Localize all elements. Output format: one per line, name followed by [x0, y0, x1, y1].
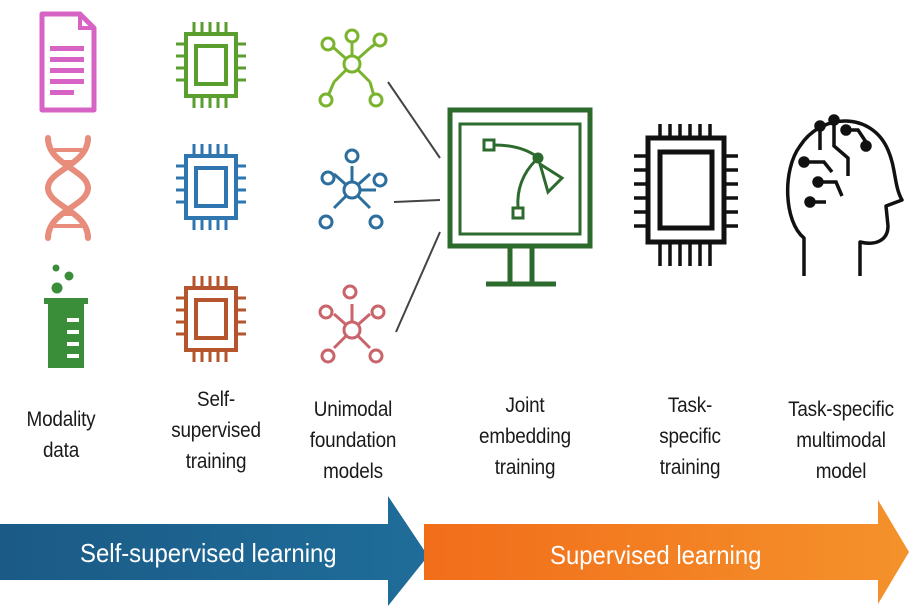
supervised-phase-arrow	[424, 500, 909, 604]
head-circuit-icon	[785, 114, 904, 276]
label-line: training	[494, 456, 556, 479]
label-line: data	[42, 439, 80, 462]
stage-label-self-supervised-training: Self- supervised training	[162, 384, 270, 477]
supervised-phase-label: Supervised learning	[550, 540, 762, 570]
label-line: foundation	[309, 429, 397, 452]
label-line: specific	[659, 425, 721, 448]
label-line: supervised	[171, 419, 261, 442]
label-line: embedding	[479, 425, 571, 448]
connector-lines	[387, 81, 441, 333]
self-supervised-phase-label: Self-supervised learning	[80, 538, 337, 568]
label-line: Task-specific	[788, 398, 894, 421]
dna-icon	[44, 135, 92, 241]
label-line: training	[185, 450, 247, 473]
processor-chip-icon-rust	[176, 276, 246, 362]
label-line: Modality	[26, 408, 96, 431]
beaker-icon	[44, 264, 88, 368]
document-icon	[39, 11, 97, 113]
label-line: Self-	[197, 388, 235, 411]
label-line: models	[323, 460, 383, 483]
network-model-icon-blue	[318, 148, 388, 230]
stage-label-modality-data: Modality data	[12, 404, 111, 466]
label-line: multimodal	[796, 429, 886, 452]
label-line: model	[815, 460, 867, 483]
label-line: Task-	[667, 394, 713, 417]
processor-chip-icon-green	[176, 22, 246, 108]
network-model-icon-green	[318, 28, 388, 108]
label-line: Unimodal	[313, 398, 393, 421]
stage-label-unimodal-foundation-models: Unimodal foundation models	[300, 394, 406, 487]
stage-label-task-specific-multimodal-model: Task-specific multimodal model	[781, 394, 902, 487]
processor-chip-icon-blue	[176, 144, 246, 230]
processor-chip-icon-black	[634, 124, 738, 266]
self-supervised-phase-arrow	[0, 496, 428, 606]
label-line: Joint	[505, 394, 545, 417]
label-line: training	[659, 456, 721, 479]
stage-label-task-specific-training: Task- specific training	[636, 390, 744, 483]
network-model-icon-red	[318, 284, 386, 364]
stage-label-joint-embedding-training: Joint embedding training	[467, 390, 584, 483]
monitor-icon	[447, 107, 593, 287]
